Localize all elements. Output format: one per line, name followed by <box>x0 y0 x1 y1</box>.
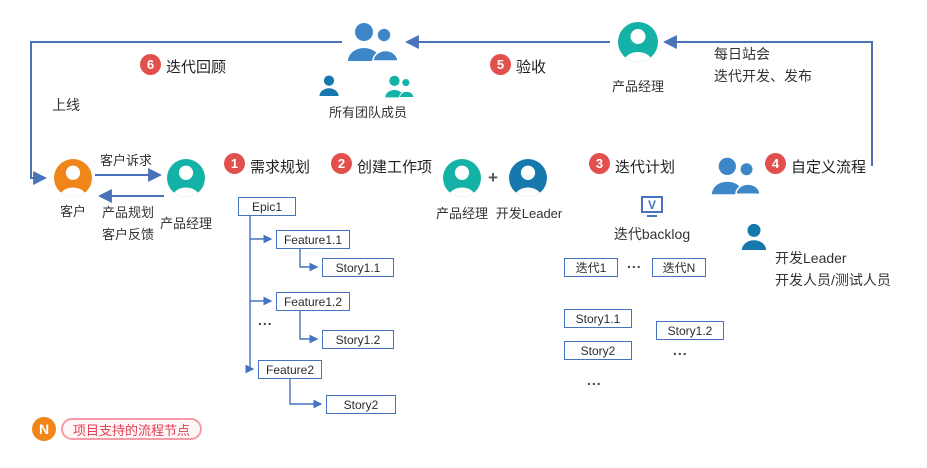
customer-label: 客户 <box>59 204 86 219</box>
customer-icon <box>54 159 92 197</box>
step-1-badge: 1 <box>224 153 245 174</box>
pm-top-label: 产品经理 <box>611 79 664 94</box>
story2-box: Story2 <box>326 395 396 414</box>
backlog-ellipsis-1: ... <box>627 255 642 271</box>
iteration-release-label: 迭代开发、发布 <box>714 68 812 84</box>
backlog-story12-box: Story1.2 <box>656 321 724 340</box>
tree-branch-story11 <box>299 249 319 272</box>
dev-leader-icon <box>509 159 547 197</box>
feature11-box: Feature1.1 <box>276 230 350 249</box>
backlog-story11-box: Story1.1 <box>564 309 632 328</box>
tree-branch-story12 <box>299 311 319 344</box>
feature2-box: Feature2 <box>258 360 322 379</box>
step-2-badge: 2 <box>331 153 352 174</box>
customer-feedback-label: 客户反馈 <box>102 227 155 242</box>
step-2-label: 创建工作项 <box>357 159 433 176</box>
plus-sign: + <box>488 168 498 187</box>
step-6-badge: 6 <box>140 54 161 75</box>
step-4-badge: 4 <box>765 153 786 174</box>
team-member-icon <box>318 74 340 101</box>
tree-branch-story2 <box>289 379 323 409</box>
backlog-story2-box: Story2 <box>564 341 632 360</box>
iterationN-box: 迭代N <box>652 258 706 277</box>
backlog-icon-stand <box>647 215 657 217</box>
step-3-label: 迭代计划 <box>615 159 676 176</box>
step-3-badge: 3 <box>589 153 610 174</box>
dev-leader-label: 开发Leader <box>495 206 563 221</box>
product-planning-label: 产品规划 <box>102 205 155 220</box>
all-team-label: 所有团队成员 <box>328 105 407 120</box>
epic1-box: Epic1 <box>238 197 296 216</box>
team-line1-label: 开发Leader <box>775 250 847 266</box>
step-6-label: 迭代回顾 <box>166 59 227 76</box>
backlog-ellipsis-2: ... <box>673 342 688 358</box>
iteration1-box: 迭代1 <box>564 258 618 277</box>
team-group-icon <box>382 74 416 103</box>
tree-ellipsis: ... <box>258 312 273 328</box>
story11-box: Story1.1 <box>322 258 394 277</box>
daily-standup-label: 每日站会 <box>714 46 770 62</box>
pm2-label: 产品经理 <box>435 206 488 221</box>
pm2-icon <box>443 159 481 197</box>
backlog-ellipsis-3: ... <box>587 372 602 388</box>
story12-box: Story1.2 <box>322 330 394 349</box>
online-label: 上线 <box>52 97 80 113</box>
step-5-label: 验收 <box>516 59 547 76</box>
legend-pill: 项目支持的流程节点 <box>61 418 203 440</box>
dev-leader-small-icon <box>740 222 768 255</box>
team-line2-label: 开发人员/测试人员 <box>775 272 891 288</box>
customer-demand-label: 客户诉求 <box>100 153 153 168</box>
feature12-box: Feature1.2 <box>276 292 350 311</box>
backlog-label: 迭代backlog <box>613 226 691 242</box>
all-team-icon <box>346 20 399 67</box>
pm1-label: 产品经理 <box>159 216 212 231</box>
backlog-icon: V <box>641 196 663 213</box>
dev-team-icon <box>710 154 761 201</box>
pm-top-icon <box>618 22 658 62</box>
step-5-badge: 5 <box>490 54 511 75</box>
step-1-label: 需求规划 <box>250 159 311 176</box>
legend-n-badge: N <box>32 417 56 441</box>
pm1-icon <box>167 159 205 197</box>
step-4-label: 自定义流程 <box>791 159 867 176</box>
